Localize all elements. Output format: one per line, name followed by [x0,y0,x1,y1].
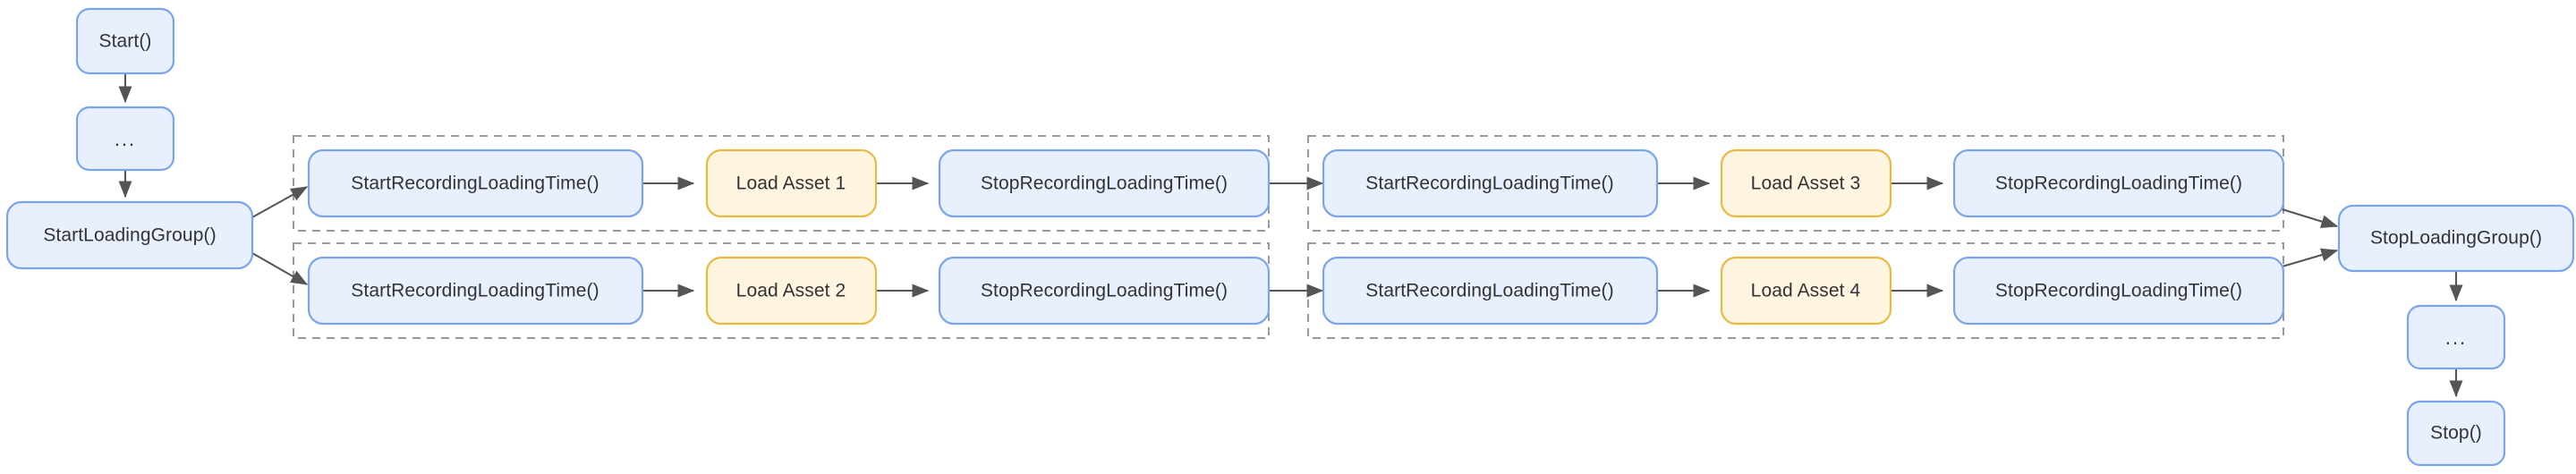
node-g2r2-stop-recording[interactable]: StopRecordingLoadingTime() [1952,256,2285,326]
node-g2r1-load-asset-shape[interactable] [1720,148,1892,218]
node-g2r2-start-recording-label: StartRecordingLoadingTime() [1365,281,1613,301]
node-g1r2-stop-recording[interactable]: StopRecordingLoadingTime() [938,256,1271,326]
node-g1r2-stop-recording-shape[interactable] [938,256,1271,326]
node-g2r2-start-recording-shape[interactable] [1322,256,1659,326]
node-g2r1-stop-recording-label: StopRecordingLoadingTime() [1995,174,2242,194]
node-ellipsis-top-label: ... [115,128,136,150]
node-stop-loading-group-shape[interactable] [2337,204,2575,273]
node-g1r2-load-asset-label: Load Asset 2 [736,281,846,301]
node-g1r1-stop-recording-label: StopRecordingLoadingTime() [981,174,1228,194]
node-stop-loading-group[interactable]: StopLoadingGroup() [2337,204,2575,273]
edge-start-loading-group-to-row-1 [251,186,309,218]
node-stop-label: Stop() [2430,423,2482,444]
node-ellipsis-bottom-label: ... [2445,326,2467,349]
node-start-loading-group-label: StartLoadingGroup() [43,225,216,246]
node-g1r1-load-asset-label: Load Asset 1 [736,174,846,194]
node-g2r1-load-asset-label: Load Asset 3 [1751,174,1861,194]
node-g1r2-start-recording-label: StartRecordingLoadingTime() [351,281,599,301]
node-g2r2-load-asset[interactable]: Load Asset 4 [1720,256,1892,326]
node-start-loading-group[interactable]: StartLoadingGroup() [5,200,254,270]
node-g2r2-stop-recording-shape[interactable] [1952,256,2285,326]
node-g1r2-start-recording[interactable]: StartRecordingLoadingTime() [307,256,644,326]
node-g2r2-load-asset-label: Load Asset 4 [1751,281,1861,301]
node-g1r1-start-recording[interactable]: StartRecordingLoadingTime() [307,148,644,218]
node-g1r1-load-asset[interactable]: Load Asset 1 [705,148,878,218]
node-g2r2-start-recording[interactable]: StartRecordingLoadingTime() [1322,256,1659,326]
node-ellipsis-top-shape[interactable] [75,106,175,172]
edge-start-loading-group-to-row-2 [251,252,309,285]
node-start-shape[interactable] [75,7,175,75]
node-g1r1-start-recording-shape[interactable] [307,148,644,218]
node-stop[interactable]: Stop() [2406,400,2506,467]
node-g1r1-start-recording-label: StartRecordingLoadingTime() [351,174,599,194]
node-stop-loading-group-label: StopLoadingGroup() [2370,228,2542,249]
node-g2r1-start-recording[interactable]: StartRecordingLoadingTime() [1322,148,1659,218]
node-g2r1-start-recording-shape[interactable] [1322,148,1659,218]
edge-g2r1-to-stop-loading-group [2275,206,2339,229]
node-g2r2-load-asset-shape[interactable] [1720,256,1892,326]
node-g2r2-stop-recording-label: StopRecordingLoadingTime() [1995,281,2242,301]
node-g1r1-load-asset-shape[interactable] [705,148,878,218]
node-start[interactable]: Start() [75,7,175,75]
edge-g2r2-to-stop-loading-group [2275,248,2339,270]
node-ellipsis-top[interactable]: ... [75,106,175,172]
node-g1r2-stop-recording-label: StopRecordingLoadingTime() [981,281,1228,301]
node-g2r1-stop-recording[interactable]: StopRecordingLoadingTime() [1952,148,2285,218]
node-g1r2-load-asset[interactable]: Load Asset 2 [705,256,878,326]
node-g2r1-stop-recording-shape[interactable] [1952,148,2285,218]
node-ellipsis-bottom[interactable]: ... [2406,304,2506,370]
node-g1r1-stop-recording[interactable]: StopRecordingLoadingTime() [938,148,1271,218]
node-start-loading-group-shape[interactable] [5,200,254,270]
node-g2r1-start-recording-label: StartRecordingLoadingTime() [1365,174,1613,194]
node-g2r1-load-asset[interactable]: Load Asset 3 [1720,148,1892,218]
node-start-label: Start() [98,31,151,52]
node-stop-shape[interactable] [2406,400,2506,467]
node-g1r1-stop-recording-shape[interactable] [938,148,1271,218]
node-g1r2-load-asset-shape[interactable] [705,256,878,326]
node-g1r2-start-recording-shape[interactable] [307,256,644,326]
node-ellipsis-bottom-shape[interactable] [2406,304,2506,370]
